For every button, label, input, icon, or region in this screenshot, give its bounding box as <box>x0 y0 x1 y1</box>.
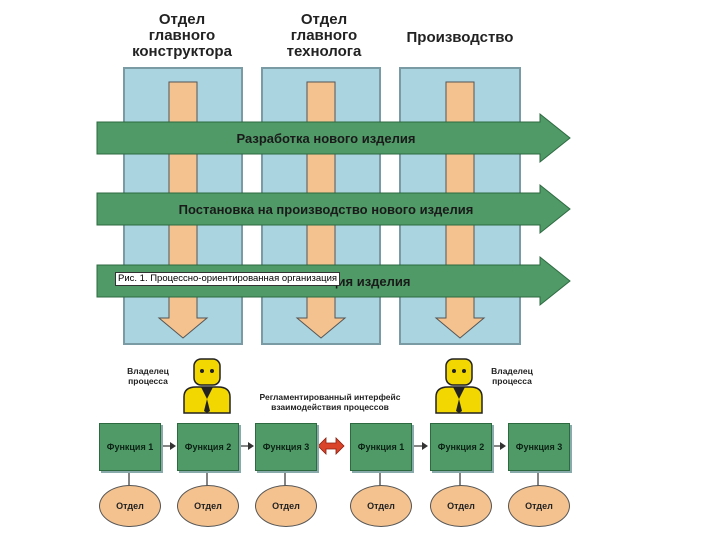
owner-label-left: Владелец процесса <box>118 366 178 386</box>
dept-title-designer: Отдел главного конструктора <box>120 12 244 60</box>
dept-title-line: технолога <box>286 43 362 60</box>
interface-label: Регламентированный интерфейс взаимодейст… <box>255 392 405 412</box>
owner-person-icon <box>183 358 231 414</box>
interface-label-line: взаимодействия процессов <box>271 402 389 412</box>
function-box: Функция 1 <box>99 423 161 471</box>
process-arrow-launch <box>96 183 571 235</box>
function-box: Функция 2 <box>430 423 492 471</box>
dept-title-technologist: Отдел главного технолога <box>262 12 386 60</box>
dept-title-line: Отдел <box>300 11 348 28</box>
dept-title-line: Производство <box>406 29 514 46</box>
function-box: Функция 3 <box>508 423 570 471</box>
dept-title-line: главного <box>290 27 358 44</box>
department-oval: Отдел <box>350 485 412 527</box>
department-oval: Отдел <box>177 485 239 527</box>
process-label-development: Разработка нового изделия <box>236 131 415 146</box>
owner-person-icon <box>435 358 483 414</box>
owner-label-line: Владелец <box>491 366 533 376</box>
department-oval: Отдел <box>255 485 317 527</box>
process-label-launch: Постановка на производство нового издели… <box>179 202 474 217</box>
dept-title-production: Производство <box>395 30 525 46</box>
owner-label-line: Владелец <box>127 366 169 376</box>
process-label-third: ция изделия <box>330 274 411 289</box>
owner-label-line: процесса <box>492 376 532 386</box>
dept-title-line: главного <box>148 27 216 44</box>
process-arrow-development <box>96 112 571 164</box>
function-box: Функция 1 <box>350 423 412 471</box>
owner-label-line: процесса <box>128 376 168 386</box>
interface-label-line: Регламентированный интерфейс <box>259 392 401 402</box>
flow-connectors <box>128 437 539 486</box>
dept-title-line: конструктора <box>132 43 232 60</box>
figure-caption: Рис. 1. Процессно-ориентированная органи… <box>115 272 341 286</box>
owner-label-right: Владелец процесса <box>482 366 542 386</box>
function-box: Функция 3 <box>255 423 317 471</box>
department-oval: Отдел <box>430 485 492 527</box>
department-oval: Отдел <box>99 485 161 527</box>
dept-title-line: Отдел <box>158 11 206 28</box>
interface-arrow <box>317 437 345 455</box>
department-oval: Отдел <box>508 485 570 527</box>
function-box: Функция 2 <box>177 423 239 471</box>
process-diagram: Разработка нового изделия Постановка на … <box>96 67 571 345</box>
